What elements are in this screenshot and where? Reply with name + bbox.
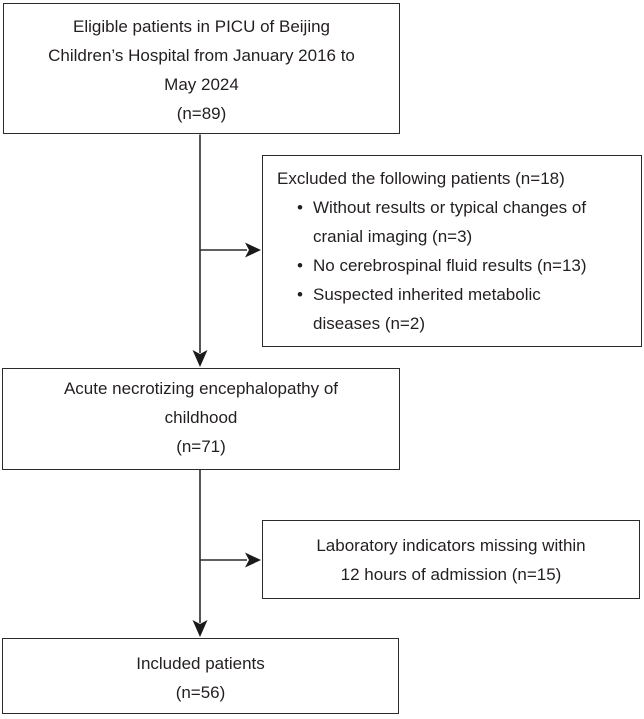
text-line: (n=89) bbox=[176, 104, 227, 123]
arrow-ane-to-included bbox=[192, 470, 208, 637]
arrowhead-down-icon bbox=[192, 350, 208, 367]
bullet-text: No cerebrospinal fluid results (n=13) bbox=[313, 251, 633, 280]
excluded-bullet-3: • Suspected inherited metabolic diseases… bbox=[297, 280, 633, 338]
box-lab-indicators-missing: Laboratory indicators missing within 12 … bbox=[262, 520, 640, 599]
text-line: May 2024 bbox=[164, 75, 239, 94]
bullet-icon: • bbox=[297, 285, 303, 304]
bullet-text: Suspected inherited metabolic diseases (… bbox=[313, 280, 633, 338]
text-line: diseases (n=2) bbox=[313, 314, 425, 333]
text-line: cranial imaging (n=3) bbox=[313, 227, 473, 246]
bullet-icon: • bbox=[297, 198, 303, 217]
arrow-branch-to-excluded bbox=[200, 242, 261, 258]
arrow-branch-to-lab-missing bbox=[200, 552, 261, 568]
box-excluded-patients: Excluded the following patients (n=18) •… bbox=[262, 155, 642, 347]
text-line: Acute necrotizing encephalopathy of bbox=[63, 379, 339, 398]
excluded-bullet-1: • Without results or typical changes of … bbox=[297, 193, 633, 251]
text-line: (n=71) bbox=[176, 437, 226, 456]
arrow-eligible-to-ane bbox=[192, 134, 208, 367]
text-line: 12 hours of admission (n=15) bbox=[340, 565, 562, 584]
text-line: Laboratory indicators missing within bbox=[316, 536, 586, 555]
box-eligible-patients: Eligible patients in PICU of Beijing Chi… bbox=[3, 3, 400, 134]
text-line: Children’s Hospital from January 2016 to bbox=[48, 46, 355, 65]
text-line: Without results or typical changes of bbox=[313, 198, 587, 217]
text-line: Eligible patients in PICU of Beijing bbox=[72, 17, 331, 36]
text-line: No cerebrospinal fluid results (n=13) bbox=[313, 256, 587, 275]
arrowhead-right-icon bbox=[245, 552, 261, 568]
excluded-bullet-2: • No cerebrospinal fluid results (n=13) bbox=[297, 251, 633, 280]
excluded-header: Excluded the following patients (n=18) bbox=[277, 169, 565, 188]
text-line: Suspected inherited metabolic bbox=[313, 285, 541, 304]
box-ane-childhood: Acute necrotizing encephalopathy of chil… bbox=[2, 368, 400, 470]
arrowhead-right-icon bbox=[245, 242, 261, 258]
bullet-icon: • bbox=[297, 256, 303, 275]
bullet-text: Without results or typical changes of cr… bbox=[313, 193, 633, 251]
arrowhead-down-icon bbox=[192, 620, 208, 637]
box-included-patients: Included patients (n=56) bbox=[2, 638, 399, 714]
text-line: childhood bbox=[164, 408, 238, 427]
text-line: (n=56) bbox=[175, 683, 226, 702]
text-line: Included patients bbox=[136, 654, 265, 673]
